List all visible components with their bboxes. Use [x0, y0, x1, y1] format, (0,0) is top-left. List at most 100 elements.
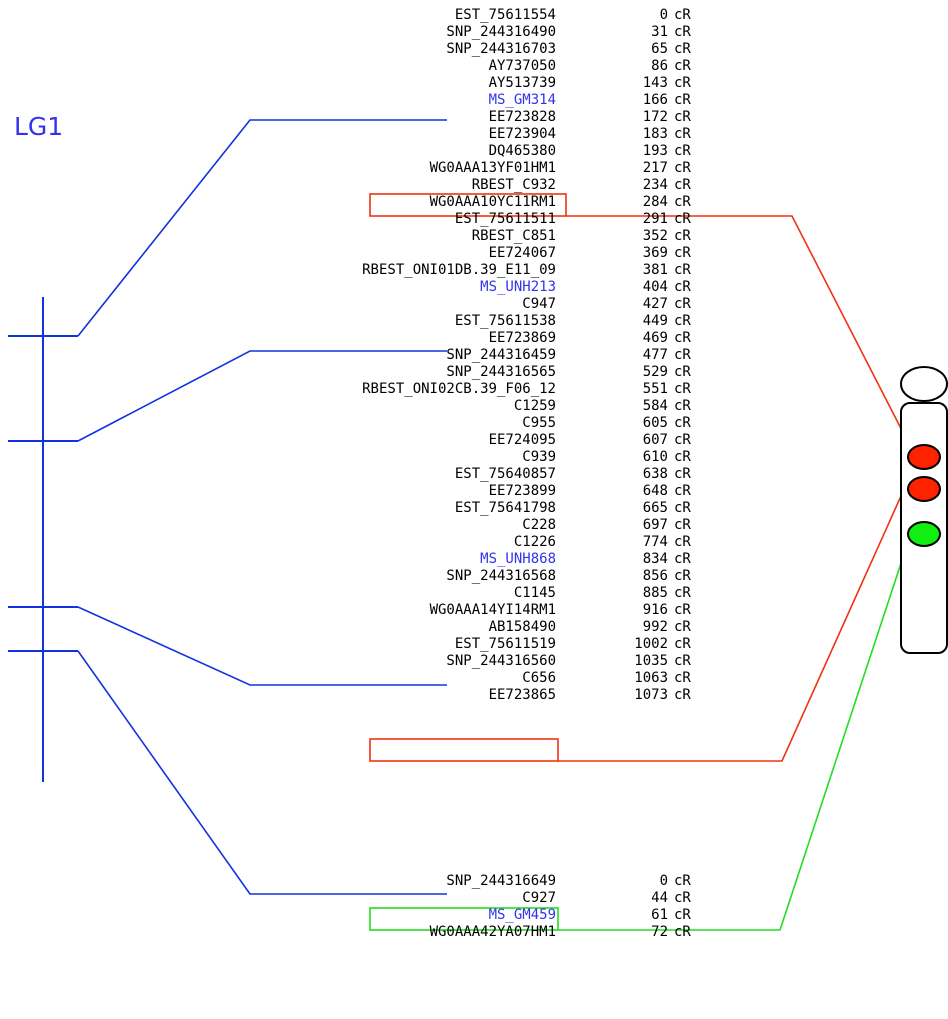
marker-name: SNP_244316568	[446, 568, 556, 584]
chromosome-short-arm	[900, 366, 948, 402]
marker-position: 469	[642, 330, 668, 346]
marker-position: 291	[642, 211, 668, 227]
marker-position: 834	[642, 551, 668, 567]
marker-position: 885	[642, 585, 668, 601]
marker-name: WG0AAA13YF01HM1	[429, 160, 556, 176]
marker-unit: cR	[674, 228, 691, 244]
marker-position: 1073	[634, 687, 668, 703]
marker-unit: cR	[674, 330, 691, 346]
marker-position: 65	[651, 41, 668, 57]
marker-unit: cR	[674, 432, 691, 448]
marker-position: 404	[642, 279, 668, 295]
marker-unit: cR	[674, 483, 691, 499]
chromosome-green-dot	[907, 521, 941, 547]
marker-name: SNP_244316703	[446, 41, 556, 57]
marker-position: 217	[642, 160, 668, 176]
marker-name: AY737050	[488, 58, 556, 74]
marker-name: EST_75611538	[454, 313, 556, 329]
marker-position: 638	[642, 466, 668, 482]
marker-position: 607	[642, 432, 668, 448]
box-wg0aaa14yi14rm1	[369, 738, 559, 762]
marker-name: WG0AAA42YA07HM1	[429, 924, 556, 940]
marker-name: MS_UNH868	[480, 551, 556, 567]
marker-unit: cR	[674, 313, 691, 329]
connector-ms-gm314	[77, 119, 447, 337]
marker-name: SNP_244316490	[446, 24, 556, 40]
marker-position: 193	[642, 143, 668, 159]
marker-name: C947	[522, 296, 556, 312]
marker-unit: cR	[674, 449, 691, 465]
marker-name: C939	[522, 449, 556, 465]
marker-unit: cR	[674, 890, 691, 906]
chromosome-red-dot	[907, 444, 941, 470]
marker-position: 774	[642, 534, 668, 550]
marker-name: RBEST_C851	[471, 228, 556, 244]
marker-position: 381	[642, 262, 668, 278]
marker-name: MS_UNH213	[480, 279, 556, 295]
marker-position: 44	[651, 890, 668, 906]
marker-name: C1259	[513, 398, 556, 414]
marker-position: 1035	[634, 653, 668, 669]
marker-name: C656	[522, 670, 556, 686]
marker-unit: cR	[674, 907, 691, 923]
marker-position: 477	[642, 347, 668, 363]
marker-unit: cR	[674, 568, 691, 584]
connector-ms-unh868	[77, 606, 447, 686]
marker-position: 284	[642, 194, 668, 210]
marker-name: AB158490	[488, 619, 556, 635]
marker-position: 0	[659, 7, 668, 23]
marker-unit: cR	[674, 92, 691, 108]
marker-position: 352	[642, 228, 668, 244]
marker-name: EST_75641798	[454, 500, 556, 516]
marker-unit: cR	[674, 75, 691, 91]
marker-position: 605	[642, 415, 668, 431]
marker-position: 143	[642, 75, 668, 91]
marker-unit: cR	[674, 500, 691, 516]
marker-name: WG0AAA14YI14RM1	[429, 602, 556, 618]
marker-position: 697	[642, 517, 668, 533]
marker-position: 183	[642, 126, 668, 142]
marker-position: 61	[651, 907, 668, 923]
link-wg0aaa42ya07hm1	[558, 529, 913, 931]
marker-name: MS_GM314	[488, 92, 556, 108]
marker-position: 916	[642, 602, 668, 618]
marker-unit: cR	[674, 177, 691, 193]
marker-name: RBEST_ONI02CB.39_F06_12	[362, 381, 556, 397]
marker-name: EST_75640857	[454, 466, 556, 482]
marker-name: AY513739	[488, 75, 556, 91]
marker-unit: cR	[674, 296, 691, 312]
marker-unit: cR	[674, 517, 691, 533]
connector-ms-unh213	[77, 350, 447, 442]
marker-position: 86	[651, 58, 668, 74]
marker-unit: cR	[674, 211, 691, 227]
marker-name: EE723899	[488, 483, 556, 499]
link-wg0aaa13yf01hm1	[566, 215, 913, 451]
marker-unit: cR	[674, 41, 691, 57]
marker-position: 551	[642, 381, 668, 397]
marker-position: 449	[642, 313, 668, 329]
chromosome-red-dot	[907, 476, 941, 502]
marker-name: EE724067	[488, 245, 556, 261]
marker-position: 234	[642, 177, 668, 193]
marker-position: 172	[642, 109, 668, 125]
marker-unit: cR	[674, 262, 691, 278]
marker-name: EE724095	[488, 432, 556, 448]
marker-unit: cR	[674, 194, 691, 210]
marker-position: 166	[642, 92, 668, 108]
marker-unit: cR	[674, 551, 691, 567]
marker-position: 584	[642, 398, 668, 414]
marker-unit: cR	[674, 619, 691, 635]
marker-name: RBEST_ONI01DB.39_E11_09	[362, 262, 556, 278]
marker-position: 610	[642, 449, 668, 465]
marker-unit: cR	[674, 636, 691, 652]
marker-name: SNP_244316649	[446, 873, 556, 889]
marker-unit: cR	[674, 602, 691, 618]
marker-unit: cR	[674, 873, 691, 889]
marker-unit: cR	[674, 687, 691, 703]
marker-name: C1145	[513, 585, 556, 601]
connector-ms-gm459	[77, 650, 447, 895]
marker-unit: cR	[674, 924, 691, 940]
linkage-group-label: LG1	[14, 112, 64, 141]
